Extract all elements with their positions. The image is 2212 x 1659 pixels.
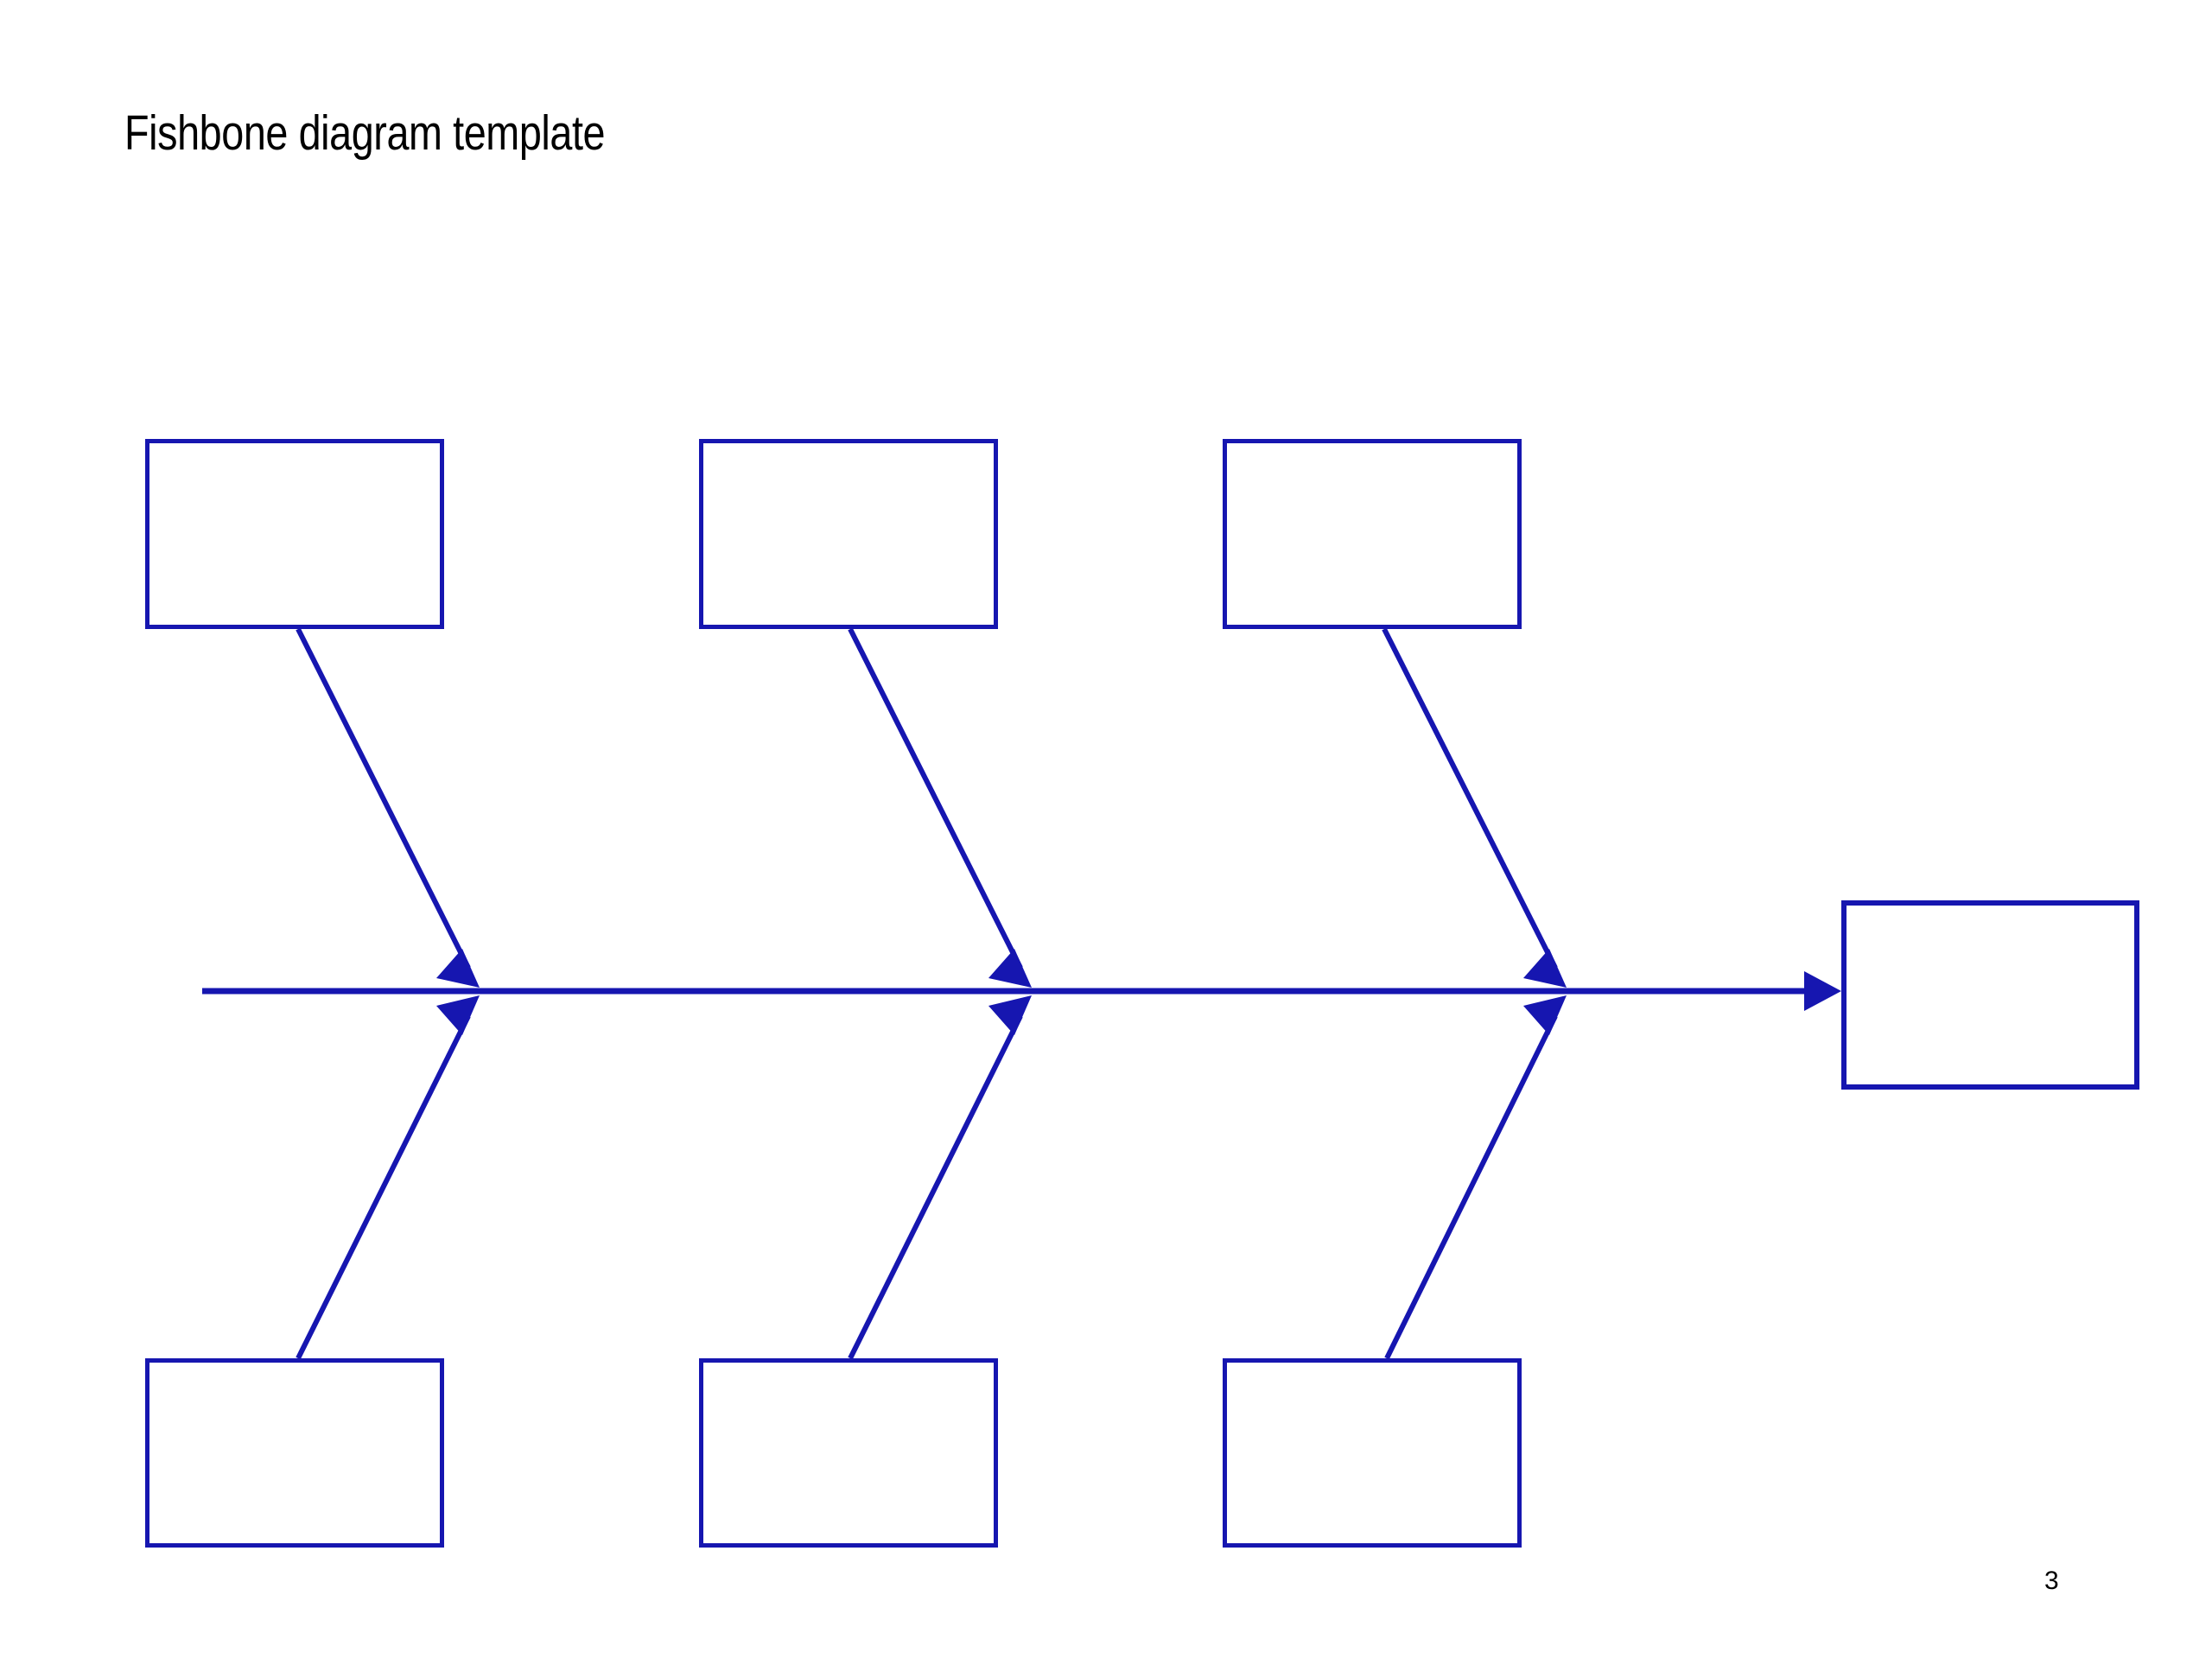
cause-box-top-1[interactable] — [145, 439, 444, 629]
spine-group — [202, 971, 1841, 1011]
rib-bottom-1 — [296, 1014, 471, 1360]
cause-box-bottom-3[interactable] — [1223, 1358, 1522, 1548]
cause-box-top-3[interactable] — [1223, 439, 1522, 629]
rib-group-bottom — [296, 995, 1567, 1360]
rib-top-1 — [296, 627, 471, 969]
spine-arrowhead-icon — [1804, 971, 1841, 1011]
rib-top-2-arrowhead-icon — [988, 949, 1032, 988]
cause-box-bottom-1[interactable] — [145, 1358, 444, 1548]
rib-bottom-1-arrowhead-icon — [436, 995, 480, 1035]
rib-top-1-arrowhead-icon — [436, 949, 480, 988]
rib-bottom-3 — [1384, 1014, 1558, 1360]
rib-top-3-arrowhead-icon — [1523, 949, 1567, 988]
rib-top-3 — [1382, 627, 1558, 969]
rib-bottom-3-arrowhead-icon — [1523, 995, 1567, 1035]
rib-group-top — [296, 627, 1567, 988]
rib-bottom-2 — [848, 1014, 1023, 1360]
cause-box-bottom-2[interactable] — [699, 1358, 998, 1548]
rib-bottom-2-arrowhead-icon — [988, 995, 1032, 1035]
rib-top-2 — [848, 627, 1023, 969]
cause-box-top-2[interactable] — [699, 439, 998, 629]
page-title: Fishbone diagram template — [124, 105, 606, 161]
page-number: 3 — [2044, 1567, 2059, 1595]
effect-box[interactable] — [1841, 900, 2139, 1090]
